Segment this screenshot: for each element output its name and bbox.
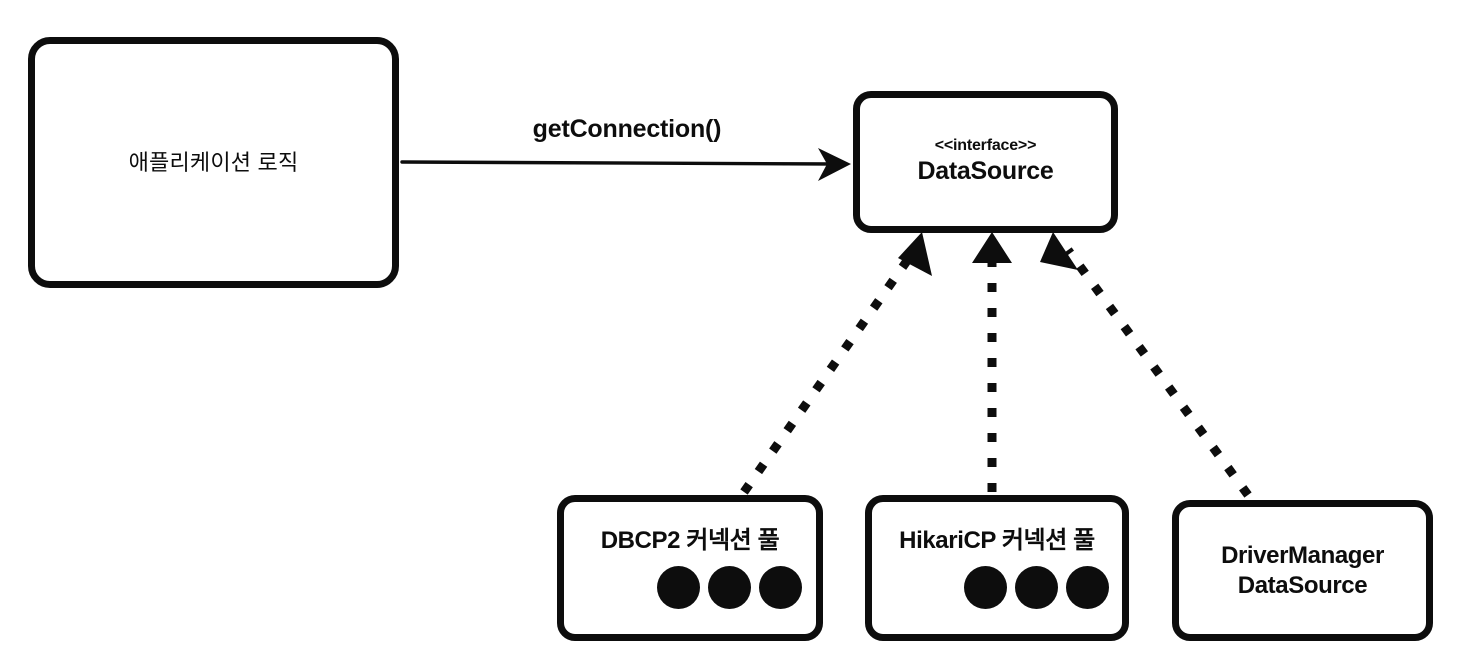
connection-circle <box>707 565 751 609</box>
get-connection-line <box>400 160 838 166</box>
node-application-logic[interactable]: 애플리케이션 로직 <box>28 37 399 288</box>
drivermanager-realize-line <box>1064 247 1252 498</box>
dbcp2-connection-circles <box>656 565 802 609</box>
node-datasource-name: DataSource <box>917 157 1054 186</box>
node-datasource-interface[interactable]: <<interface>> DataSource <box>853 91 1118 233</box>
connection-circle <box>758 565 802 609</box>
node-application-logic-label: 애플리케이션 로직 <box>128 149 299 175</box>
node-hikaricp-pool-label: HikariCP 커넥션 풀 <box>899 527 1095 555</box>
edge-drivermanager-realizes <box>1040 232 1252 498</box>
hikari-realize-arrowhead <box>972 232 1012 263</box>
connection-circle <box>1065 565 1109 609</box>
connection-circle <box>1014 565 1058 609</box>
node-datasource-stereotype: <<interface>> <box>934 137 1037 155</box>
connection-circle <box>963 565 1007 609</box>
node-dbcp2-pool-label: DBCP2 커넥션 풀 <box>600 527 780 555</box>
edge-hikari-realizes <box>972 232 1012 492</box>
drivermanager-realize-arrowhead <box>1040 232 1078 270</box>
node-dbcp2-pool[interactable]: DBCP2 커넥션 풀 <box>557 495 823 641</box>
node-drivermanager-datasource-label: DriverManager DataSource <box>1221 541 1384 600</box>
node-drivermanager-line2: DataSource <box>1237 571 1368 599</box>
dbcp2-realize-arrowhead <box>898 232 932 276</box>
get-connection-arrowhead <box>818 148 851 181</box>
hikari-pool-body: HikariCP 커넥션 풀 <box>872 527 1122 609</box>
edge-dbcp2-realizes <box>740 232 932 495</box>
dbcp2-pool-body: DBCP2 커넥션 풀 <box>564 527 816 609</box>
node-drivermanager-line1: DriverManager <box>1221 542 1384 570</box>
edge-label-get-connection: getConnection() <box>533 115 722 143</box>
connection-circle <box>656 565 700 609</box>
hikari-connection-circles <box>963 565 1109 609</box>
edge-get-connection <box>400 148 851 181</box>
dbcp2-realize-line <box>740 245 920 495</box>
node-drivermanager-datasource[interactable]: DriverManager DataSource <box>1172 500 1433 641</box>
node-hikaricp-pool[interactable]: HikariCP 커넥션 풀 <box>865 495 1129 641</box>
